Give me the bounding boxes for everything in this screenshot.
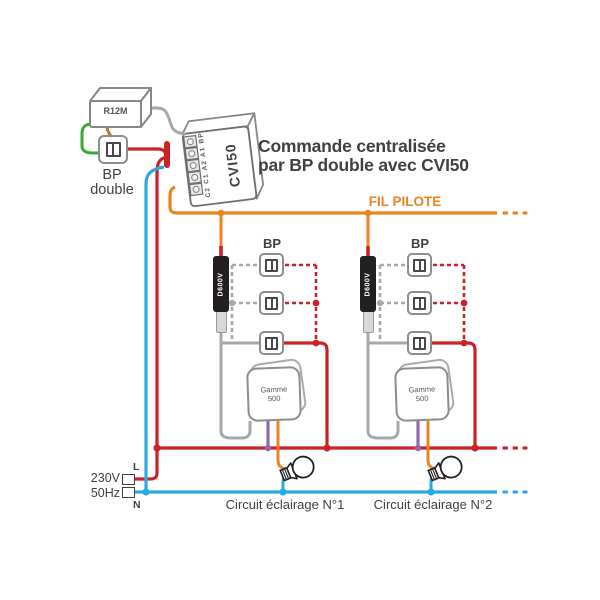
bulb-icon	[279, 455, 315, 482]
bp-rocker	[265, 336, 278, 350]
junction-gray	[228, 299, 236, 307]
bp-switch-1-middle	[259, 291, 284, 315]
junction-blue	[142, 488, 150, 496]
bulb-neck	[286, 462, 298, 480]
wire-red-bp1-to-live	[284, 341, 329, 448]
gamme500-module-2: Gamme 500	[394, 366, 450, 422]
terminal-screw	[186, 138, 194, 146]
r12m-box	[89, 87, 152, 128]
terminal-screw	[188, 150, 196, 158]
supply-voltage: 230V	[90, 471, 120, 485]
lamp-2	[427, 455, 463, 482]
bp-double-label-line2: double	[90, 182, 134, 198]
diode1-label: D600V	[217, 272, 225, 296]
junction-red	[312, 299, 320, 307]
wire-red-bp2-to-live	[432, 341, 477, 448]
bulb-neck	[434, 462, 446, 480]
wire-orange-cvi50-exit	[168, 185, 179, 215]
diagram-title-line2: par BP double avec CVI50	[258, 155, 469, 175]
supply-frequency: 50Hz	[90, 486, 120, 500]
wire-gray-diode2-to-module2	[366, 329, 400, 440]
junction-orange	[217, 209, 225, 217]
bp-switch-2-bottom	[407, 331, 432, 355]
module1-label-line1: Gamme	[260, 384, 288, 395]
bp-rocker	[413, 336, 426, 350]
wire-red-live-vertical	[155, 155, 167, 448]
bulb-thread	[429, 468, 438, 480]
bp-switch-2-middle	[407, 291, 432, 315]
junction-red	[460, 299, 468, 307]
bp-group1-label: BP	[262, 236, 282, 251]
r12m-label: R12M	[103, 106, 128, 116]
bp-rocker	[413, 296, 426, 310]
junction-red	[471, 444, 479, 452]
junction-gray	[376, 299, 384, 307]
bp-double-switch	[98, 135, 128, 164]
fil-pilote-label: FIL PILOTE	[368, 194, 442, 209]
junction-red	[153, 444, 161, 452]
r12m-front-face	[89, 100, 142, 128]
bp-double-rocker	[105, 142, 121, 157]
wire-red-dashed-stubs-1	[285, 263, 316, 305]
diagram-title-line1: Commande centralisée	[258, 136, 446, 156]
wire-gray-dashed-stubs-2	[380, 263, 406, 305]
cvi50-module: C2 C1 A2 A1 BP CVI50	[181, 112, 264, 208]
wire-red-bpdouble-to-cvi50	[126, 147, 168, 159]
diode-d600v-1: D600V	[213, 256, 229, 312]
bulb-icon	[427, 455, 463, 482]
circuit2-label: Circuit éclairage N°2	[373, 497, 493, 512]
junction-purple	[264, 444, 272, 452]
junction-blue	[427, 488, 435, 496]
wire-green-r12m-to-bpdouble	[80, 122, 100, 155]
live-terminal-box	[122, 474, 135, 485]
wire-red-dashed-stubs-2	[433, 263, 464, 305]
wire-gray-dashed-stubs-1	[232, 263, 258, 305]
bulb-globe	[291, 455, 315, 479]
terminal-screw	[189, 161, 197, 170]
bp-rocker	[265, 258, 278, 272]
junction-purple	[414, 444, 422, 452]
live-label: L	[133, 461, 140, 473]
bp-rocker	[265, 296, 278, 310]
diode2-label: D600V	[364, 272, 372, 296]
junction-red	[323, 444, 331, 452]
wire-gray-r12m-to-cvi50	[139, 106, 186, 136]
bp-double-label-line1: BP	[102, 167, 122, 183]
junction-red	[460, 339, 468, 347]
wire-gray-diode1-to-module1	[219, 329, 252, 440]
wire-red-to-live-terminal	[135, 448, 159, 481]
neutral-terminal-box	[122, 487, 135, 498]
junction-orange	[364, 209, 372, 217]
cvi50-label: CVI50	[222, 142, 243, 188]
module1-label-line2: 500	[267, 393, 281, 404]
circuit1-label: Circuit éclairage N°1	[225, 497, 345, 512]
junction-red	[312, 339, 320, 347]
bulb-thread	[281, 468, 290, 480]
bulb-globe	[439, 455, 463, 479]
diode2-sleeve	[363, 310, 374, 333]
bp-rocker	[413, 258, 426, 272]
gamme500-module-1: Gamme 500	[246, 366, 302, 422]
module2-label-line1: Gamme	[408, 384, 436, 395]
bp-switch-2-top	[407, 253, 432, 277]
terminal-screw	[191, 173, 199, 182]
diode1-sleeve	[216, 310, 227, 333]
bp-switch-1-top	[259, 253, 284, 277]
bp-group2-label: BP	[410, 236, 430, 251]
junction-dots	[142, 209, 479, 496]
diode-d600v-2: D600V	[360, 256, 376, 312]
terminal-screw	[192, 185, 200, 193]
wire-blue-neutral-vertical	[144, 165, 165, 492]
junction-blue	[279, 488, 287, 496]
neutral-label: N	[133, 499, 141, 511]
module2-label-line2: 500	[415, 393, 429, 404]
bp-switch-1-bottom	[259, 331, 284, 355]
lamp-1	[279, 455, 315, 482]
cvi50-terminal-strip	[183, 134, 204, 197]
